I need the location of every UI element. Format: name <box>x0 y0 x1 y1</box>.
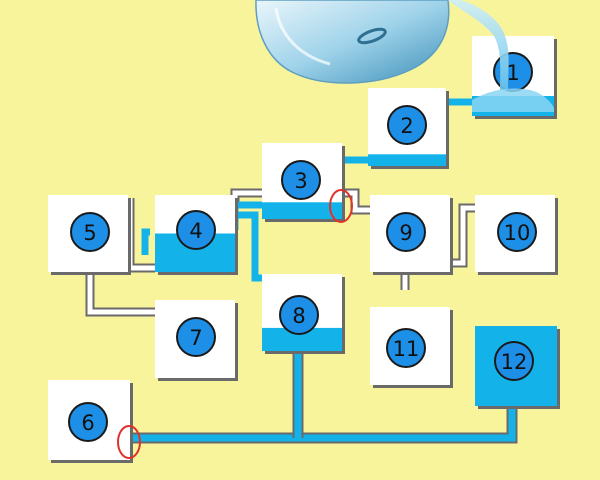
tank-number-badge <box>279 295 319 335</box>
inlet-marker-tank-6 <box>117 425 141 459</box>
tank-11: 11 <box>370 307 453 388</box>
tank-number-label: 12 <box>501 350 528 374</box>
tank-12: 12 <box>475 326 560 409</box>
tank-number-label: 1 <box>506 61 519 85</box>
jug-highlight <box>274 7 331 66</box>
tank-number-label: 9 <box>399 221 412 245</box>
tank-2: 2 <box>368 88 449 169</box>
pipe-5-7 <box>87 272 156 315</box>
tank-7: 7 <box>155 300 238 381</box>
tank-5: 5 <box>48 195 131 275</box>
pipe-main <box>132 400 516 442</box>
water-splash <box>472 88 554 112</box>
tank-number-badge <box>281 160 321 200</box>
tank-number-badge <box>176 317 216 357</box>
tank-3: 3 <box>262 143 345 222</box>
tank-water <box>262 202 342 219</box>
pipe-3-9 <box>343 190 370 213</box>
tank-number-label: 2 <box>400 114 413 138</box>
pipe-4-8 <box>235 211 262 282</box>
tank-number-label: 4 <box>189 219 202 243</box>
tank-number-label: 5 <box>83 221 96 245</box>
tank-number-badge <box>386 328 426 368</box>
tank-number-label: 10 <box>504 221 531 245</box>
tank-number-label: 6 <box>81 411 94 435</box>
tank-number-badge <box>70 212 110 252</box>
tank-water <box>368 154 446 166</box>
tank-10: 10 <box>475 195 558 275</box>
tank-number-badge <box>387 105 427 145</box>
tank-number-label: 11 <box>393 337 420 361</box>
tank-number-badge <box>176 210 216 250</box>
tank-number-badge <box>497 212 537 252</box>
tank-number-label: 7 <box>189 326 202 350</box>
tank-water <box>262 327 342 351</box>
tank-number-badge <box>68 402 108 442</box>
tank-number-badge <box>386 212 426 252</box>
water-stream <box>448 0 509 90</box>
marker-layer <box>117 189 353 459</box>
jug-handle-mark <box>357 27 387 45</box>
tank-number-label: 3 <box>294 169 307 193</box>
pipe-9-10 <box>448 205 475 266</box>
pipe-4-left <box>141 228 150 255</box>
tank-4: 4 <box>155 195 238 275</box>
overflow-marker-tank-3 <box>329 189 353 223</box>
tank-8: 8 <box>262 274 345 354</box>
water-jug-icon <box>255 0 554 112</box>
pipe-main-outline <box>132 400 518 444</box>
pipe-5-7-outline <box>85 272 156 317</box>
tank-9: 9 <box>370 195 453 275</box>
jug-body <box>255 0 450 84</box>
tank-number-label: 8 <box>292 304 305 328</box>
tank-number-badge <box>494 341 534 381</box>
